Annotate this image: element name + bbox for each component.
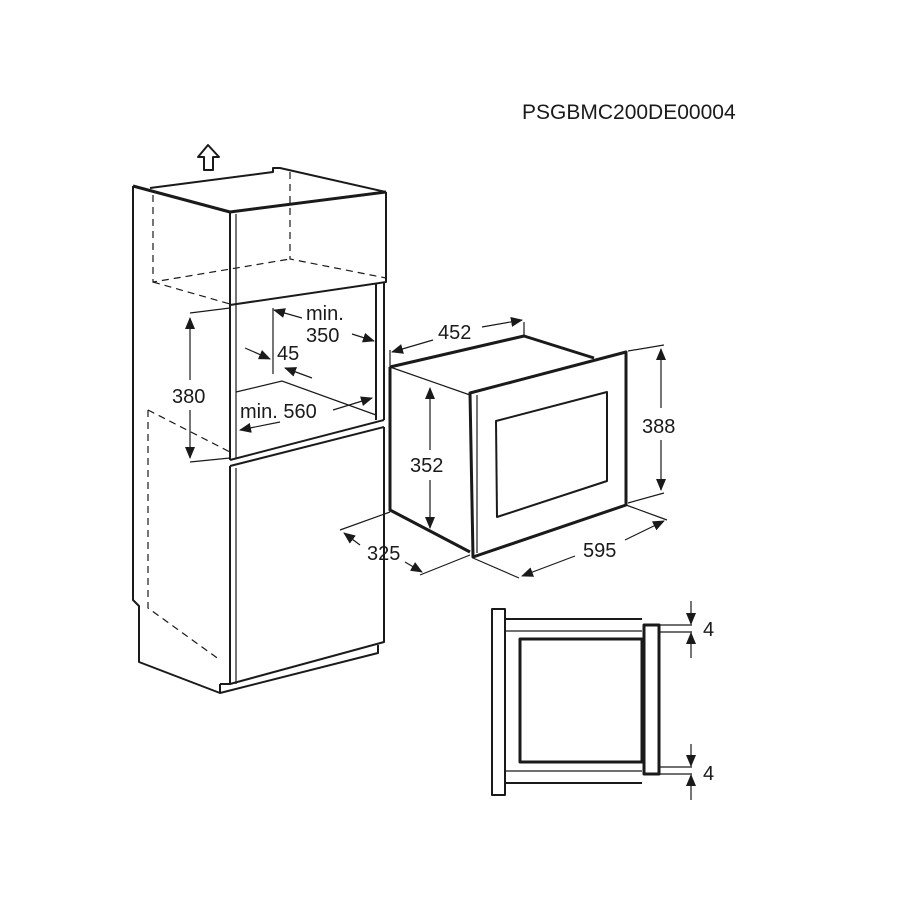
dim-body-depth: 325 — [367, 543, 400, 565]
dim-niche-depth-value: 350 — [306, 325, 339, 347]
dim-front-width: 595 — [583, 540, 616, 562]
dim-top-gap: 4 — [703, 619, 714, 641]
dim-niche-height: 380 — [172, 386, 205, 408]
dim-front-height: 388 — [642, 416, 675, 438]
up-arrow-icon — [197, 144, 220, 171]
document-code: PSGBMC200DE00004 — [522, 101, 736, 124]
dim-body-width: 452 — [438, 322, 471, 344]
dim-bottom-gap: 4 — [703, 763, 714, 785]
dim-niche-width: min. 560 — [240, 401, 317, 423]
dim-body-height: 352 — [410, 455, 443, 477]
appliance-drawing: 452 352 388 325 595 — [339, 316, 675, 579]
cabinet-drawing: 380 min. 350 45 min. 560 — [132, 144, 387, 694]
dim-niche-depth-label: min. — [306, 303, 344, 325]
dim-rear-gap: 45 — [277, 343, 299, 365]
side-section-drawing: 4 4 — [491, 601, 714, 800]
